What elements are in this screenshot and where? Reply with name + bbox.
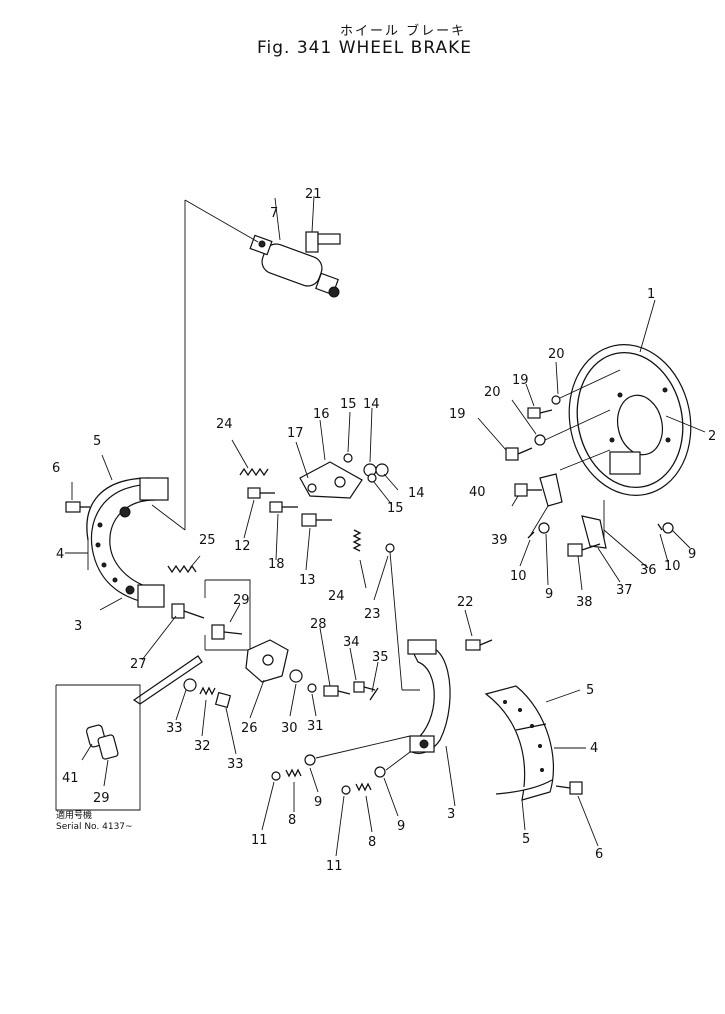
part-label: 2 — [708, 429, 716, 444]
part-label: 3 — [74, 619, 82, 634]
part-label: 41 — [62, 771, 79, 786]
part-label: 3 — [447, 807, 455, 822]
right-brake-shoe — [407, 639, 451, 755]
part-label: 9 — [314, 795, 322, 810]
part-label: 24 — [216, 417, 233, 432]
part-label: 4 — [56, 547, 64, 562]
part-label: 1 — [647, 287, 655, 302]
part-label: 28 — [310, 617, 327, 632]
part-label: 18 — [268, 557, 285, 572]
upper-spring — [239, 467, 269, 477]
part-label: 20 — [484, 385, 501, 400]
serial-number-note: 適用号機 Serial No. 4137~ — [56, 811, 133, 833]
part-label: 5 — [586, 683, 594, 698]
part-label: 9 — [397, 819, 405, 834]
part-label: 23 — [364, 607, 381, 622]
part-label: 9 — [545, 587, 553, 602]
figure-title: Fig. 341 WHEEL BRAKE — [257, 38, 472, 58]
adjuster-bolt — [211, 624, 243, 640]
part-label: 15 — [340, 397, 357, 412]
part-label: 36 — [640, 563, 657, 578]
adjusting-screw — [132, 655, 203, 705]
part-label: 24 — [328, 589, 345, 604]
part-label: 8 — [288, 813, 296, 828]
part-label: 11 — [251, 833, 268, 848]
part-label: 37 — [616, 583, 633, 598]
part-label: 17 — [287, 426, 304, 441]
part-label: 10 — [664, 559, 681, 574]
part-label: 33 — [227, 757, 244, 772]
serial-note-japanese: 適用号機 — [56, 811, 93, 821]
part-label: 27 — [130, 657, 147, 672]
brake-lining — [484, 685, 555, 801]
part-label: 39 — [491, 533, 508, 548]
part-label: 25 — [199, 533, 216, 548]
part-label: 11 — [326, 859, 343, 874]
part-label: 32 — [194, 739, 211, 754]
part-label: 34 — [343, 635, 360, 650]
adjuster-spring — [199, 686, 216, 696]
part-label: 20 — [548, 347, 565, 362]
part-label: 19 — [512, 373, 529, 388]
part-label: 5 — [93, 434, 101, 449]
part-label: 35 — [372, 650, 389, 665]
part-label: 29 — [233, 593, 250, 608]
wheel-cylinder — [249, 231, 341, 298]
part-label: 22 — [457, 595, 474, 610]
part-label: 14 — [408, 486, 425, 501]
part-label: 29 — [93, 791, 110, 806]
part-label: 4 — [590, 741, 598, 756]
part-label: 5 — [522, 832, 530, 847]
anchor-pin — [171, 603, 205, 619]
part-label: 30 — [281, 721, 298, 736]
part-label: 6 — [52, 461, 60, 476]
part-label: 9 — [688, 547, 696, 562]
part-label: 6 — [595, 847, 603, 862]
part-label: 10 — [510, 569, 527, 584]
backing-plate — [568, 344, 692, 496]
part-label: 16 — [313, 407, 330, 422]
part-label: 19 — [449, 407, 466, 422]
lower-spring — [352, 529, 362, 552]
bolt-left — [65, 501, 90, 513]
part-label: 33 — [166, 721, 183, 736]
part-label: 26 — [241, 721, 258, 736]
part-label: 15 — [387, 501, 404, 516]
part-label: 7 — [270, 206, 278, 221]
part-label: 38 — [576, 595, 593, 610]
shoe-return-spring — [167, 564, 197, 574]
part-label: 12 — [234, 539, 251, 554]
figure-title-japanese: ホイール ブレーキ — [340, 24, 467, 39]
part-label: 14 — [363, 397, 380, 412]
part-label: 8 — [368, 835, 376, 850]
part-label: 13 — [299, 573, 316, 588]
part-label: 31 — [307, 719, 324, 734]
left-brake-shoe — [86, 477, 169, 608]
washer — [183, 678, 197, 692]
serial-note-text: Serial No. 4137~ — [56, 822, 133, 832]
part-label: 21 — [305, 187, 322, 202]
lever-plate — [299, 461, 363, 499]
part-label: 40 — [469, 485, 486, 500]
